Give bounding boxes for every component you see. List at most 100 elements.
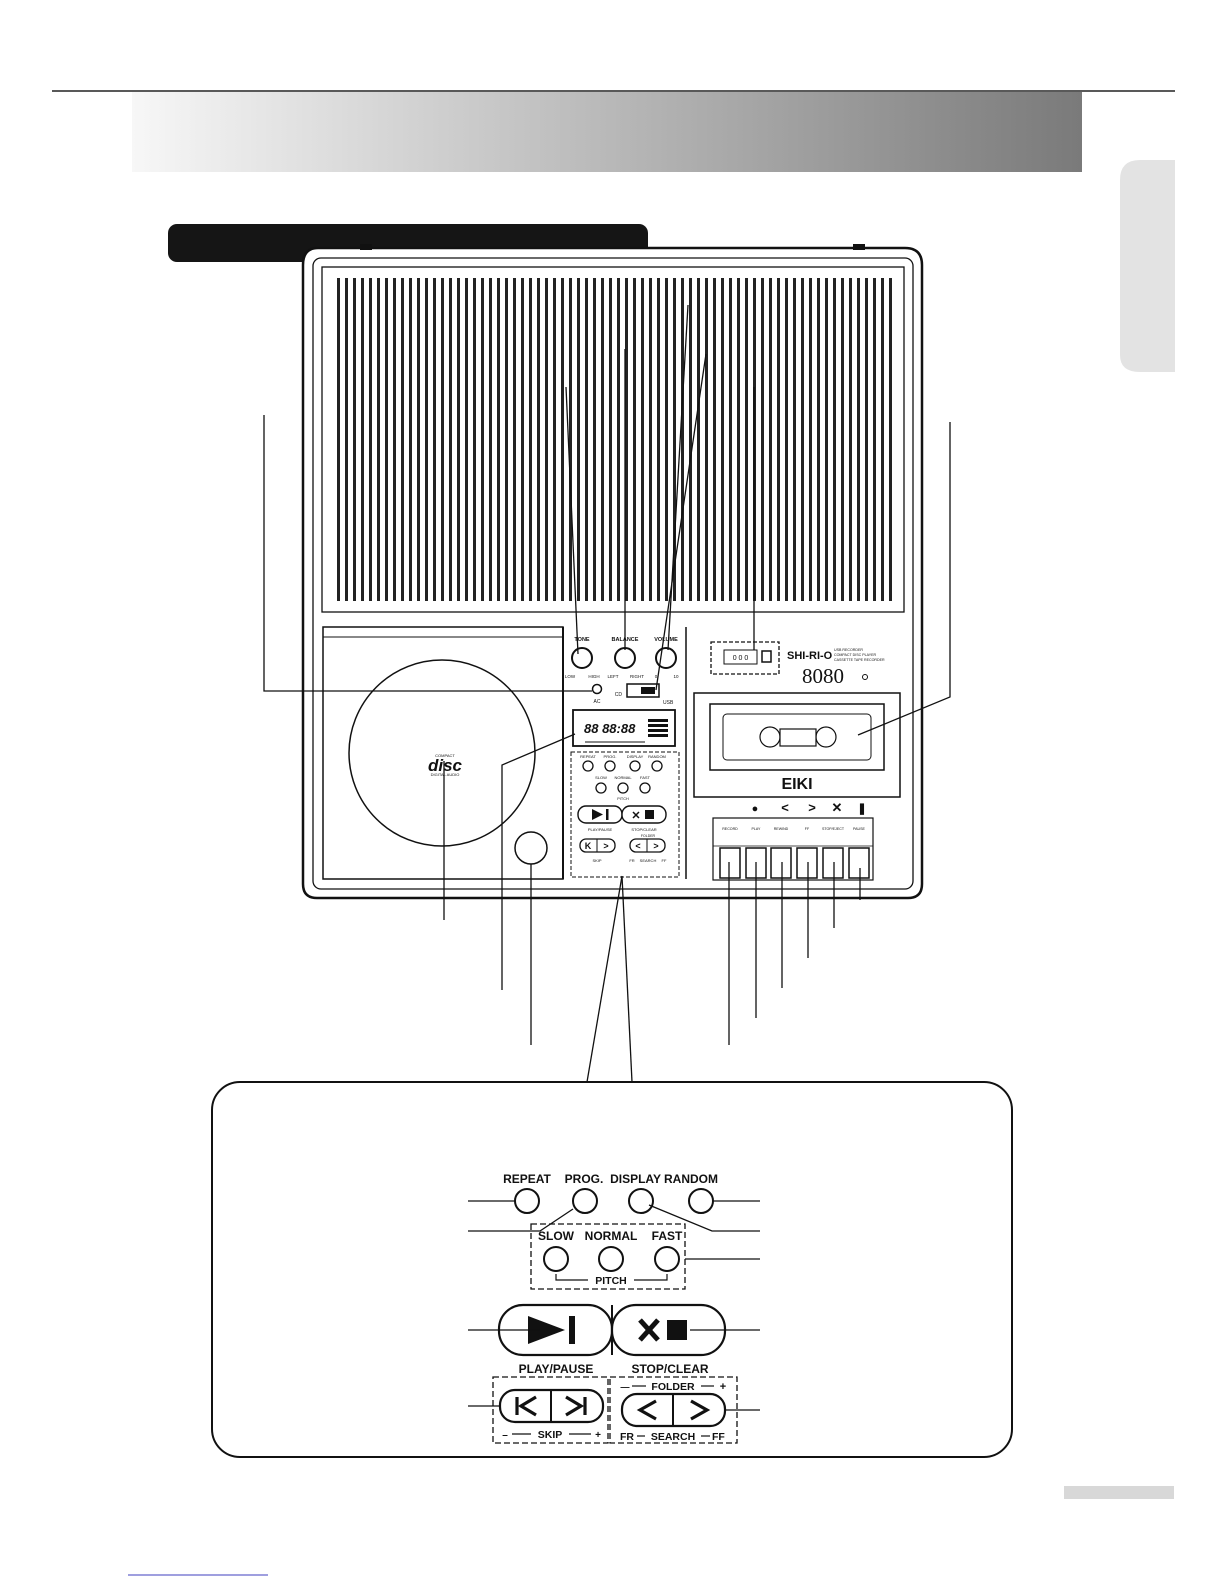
volume-knob[interactable] — [655, 647, 677, 669]
svg-text:PLAY/PAUSE: PLAY/PAUSE — [588, 827, 613, 832]
random-button[interactable] — [688, 1188, 714, 1214]
svg-text:❚: ❚ — [857, 803, 866, 815]
svg-text:RANDOM: RANDOM — [664, 1172, 718, 1186]
display-button-small[interactable] — [629, 760, 641, 772]
svg-text:LOW: LOW — [565, 674, 576, 679]
svg-text:>: > — [808, 800, 816, 815]
fast-button-small[interactable] — [639, 782, 651, 794]
source-switch-group: CD USB — [615, 683, 674, 706]
svg-text:CASSETTE TAPE RECORDER: CASSETTE TAPE RECORDER — [834, 658, 885, 662]
tape-record-button[interactable] — [719, 847, 741, 879]
svg-text:+: + — [720, 1381, 726, 1393]
svg-text:PLAY: PLAY — [752, 827, 762, 831]
ac-power-jack[interactable] — [591, 683, 603, 695]
svg-text:PAUSE: PAUSE — [853, 827, 866, 831]
play-icon — [528, 1316, 565, 1344]
svg-text:LEFT: LEFT — [607, 674, 618, 679]
repeat-button[interactable] — [514, 1188, 540, 1214]
svg-text:RANDOM: RANDOM — [648, 754, 666, 759]
balance-knob[interactable] — [614, 647, 636, 669]
cassette-compartment[interactable] — [693, 692, 901, 798]
svg-text:SKIP: SKIP — [538, 1429, 563, 1441]
detail-play-stop: PLAY/PAUSE STOP/CLEAR — [497, 1303, 727, 1376]
svg-text:DISPLAY: DISPLAY — [610, 1172, 661, 1186]
svg-text:SLOW: SLOW — [595, 775, 607, 780]
detail-callout-lines — [468, 1200, 760, 1411]
svg-text:NORMAL: NORMAL — [614, 775, 632, 780]
slow-button[interactable] — [543, 1246, 569, 1272]
power-indicator — [862, 674, 868, 680]
svg-text:FOLDER: FOLDER — [641, 834, 656, 838]
clear-icon — [638, 1318, 660, 1342]
search-forward-icon — [690, 1399, 711, 1421]
svg-text:SKIP: SKIP — [592, 858, 601, 863]
svg-text:<: < — [781, 800, 789, 815]
prog-button-small[interactable] — [604, 760, 616, 772]
prog-button[interactable] — [572, 1188, 598, 1214]
svg-text:SEARCH: SEARCH — [651, 1431, 695, 1443]
svg-text:FF: FF — [805, 827, 810, 831]
svg-text:FF: FF — [662, 858, 667, 863]
svg-text:—: — — [621, 1382, 630, 1392]
tape-counter: 0 0 0 — [710, 641, 780, 675]
svg-text:0 0 0: 0 0 0 — [733, 655, 749, 662]
svg-text:CD: CD — [615, 692, 623, 698]
svg-text:COMPACT DISC PLAYER: COMPACT DISC PLAYER — [834, 653, 877, 657]
speaker-grille — [321, 266, 905, 613]
skip-forward-icon — [565, 1395, 587, 1417]
search-back-icon — [636, 1399, 657, 1421]
tape-pause-button[interactable] — [848, 847, 870, 879]
detail-folder-search-group: — FOLDER + FR SEARCH FF — [609, 1376, 738, 1444]
cd-compartment: COMPACT disc DIGITAL AUDIO — [322, 626, 564, 880]
svg-text:DISPLAY: DISPLAY — [627, 754, 644, 759]
compact-disc-logo: COMPACT disc DIGITAL AUDIO — [428, 753, 463, 777]
cd-open-button[interactable] — [514, 831, 548, 865]
tone-knob-group: TONE LOW HIGH — [565, 637, 600, 679]
callout-lines — [263, 304, 951, 1083]
svg-text:USB RECORDER: USB RECORDER — [834, 648, 863, 652]
model-number: 8080 — [802, 664, 844, 688]
svg-text:STOP/CLEAR: STOP/CLEAR — [631, 1362, 708, 1376]
detail-top-buttons: REPEAT PROG. DISPLAY RANDOM — [503, 1172, 718, 1214]
svg-text:RIGHT: RIGHT — [630, 674, 644, 679]
tone-knob[interactable] — [571, 647, 593, 669]
tape-ff-button[interactable] — [796, 847, 818, 879]
stop-clear-button-small[interactable] — [621, 805, 667, 824]
model-logo: SHI-RI-O — [787, 650, 833, 662]
svg-text:NORMAL: NORMAL — [585, 1229, 638, 1243]
cd-lid[interactable] — [348, 659, 536, 847]
svg-text:✕: ✕ — [832, 800, 843, 815]
svg-text:DIGITAL AUDIO: DIGITAL AUDIO — [431, 772, 460, 777]
detail-pitch-group: SLOW NORMAL FAST PITCH — [530, 1223, 686, 1290]
svg-text:0: 0 — [655, 674, 658, 679]
tape-stop-eject-button[interactable] — [822, 847, 844, 879]
repeat-button-small[interactable] — [582, 760, 594, 772]
svg-text:PITCH: PITCH — [595, 1275, 627, 1287]
svg-text:✕: ✕ — [631, 810, 640, 822]
svg-text:<: < — [635, 841, 640, 851]
normal-button[interactable] — [598, 1246, 624, 1272]
svg-text:10: 10 — [673, 674, 679, 679]
svg-text:REPEAT: REPEAT — [503, 1172, 551, 1186]
svg-text:FOLDER: FOLDER — [651, 1381, 695, 1393]
random-button-small[interactable] — [651, 760, 663, 772]
svg-text:+: + — [595, 1430, 601, 1441]
svg-text:PROG.: PROG. — [565, 1172, 604, 1186]
svg-text:REPEAT: REPEAT — [580, 754, 596, 759]
skip-back-icon — [515, 1395, 537, 1417]
tape-rewind-button[interactable] — [770, 847, 792, 879]
svg-text:FF: FF — [712, 1431, 725, 1443]
svg-text:STOP/CLEAR: STOP/CLEAR — [631, 827, 656, 832]
svg-text:SEARCH: SEARCH — [640, 858, 657, 863]
fast-button[interactable] — [654, 1246, 680, 1272]
normal-button-small[interactable] — [617, 782, 629, 794]
side-tab — [1120, 160, 1175, 372]
svg-text:–: – — [502, 1430, 508, 1441]
lcd-display: 88 88:88 — [572, 709, 676, 747]
display-button[interactable] — [628, 1188, 654, 1214]
stop-icon — [667, 1320, 687, 1340]
usb-port[interactable] — [761, 650, 772, 663]
svg-text:AC: AC — [594, 699, 601, 705]
slow-button-small[interactable] — [595, 782, 607, 794]
